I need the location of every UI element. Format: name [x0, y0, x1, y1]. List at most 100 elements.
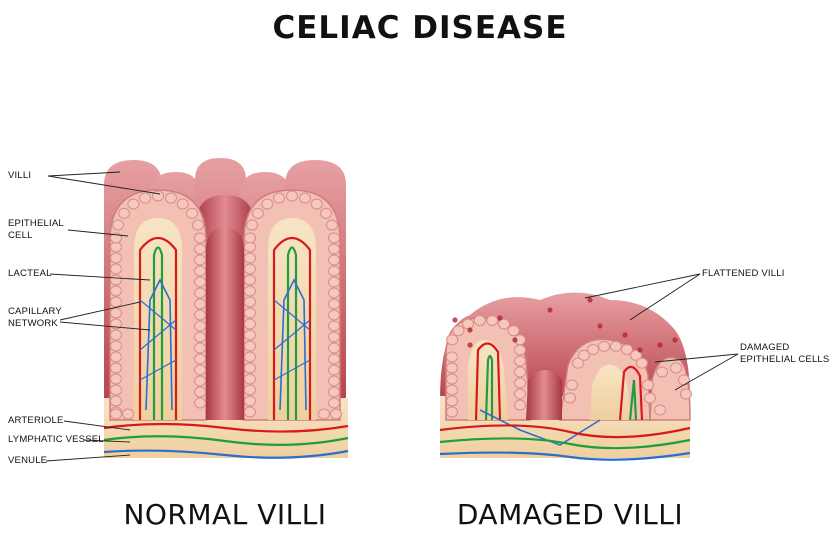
epithelial-cell — [446, 362, 458, 374]
label-venule: VENULE — [8, 455, 48, 466]
epithelial-cell — [328, 375, 340, 387]
epithelial-cell — [194, 397, 206, 409]
epithelial-cell — [244, 384, 256, 396]
damaged-groove — [526, 370, 562, 420]
epithelial-cell — [598, 340, 611, 352]
epithelial-cell — [127, 198, 140, 210]
epithelial-cell — [110, 384, 122, 396]
epithelial-cell — [319, 207, 332, 219]
epithelial-cell — [473, 314, 486, 326]
leader-venule — [45, 454, 131, 462]
epithelial-cell — [110, 351, 122, 363]
arteriole-left — [138, 236, 178, 420]
epithelial-cell — [110, 373, 122, 385]
epithelial-cell — [194, 342, 206, 354]
epithelial-cell — [191, 219, 204, 231]
epithelial-cell — [325, 219, 338, 231]
epithelial-cell — [446, 334, 459, 346]
epithelial-cell — [328, 254, 340, 266]
label-damaged-epithelial-cells: DAMAGED EPITHELIAL CELLS — [740, 342, 830, 365]
epithelial-cell — [630, 349, 643, 361]
damage-spot — [547, 307, 553, 313]
epithelial-cell — [328, 320, 340, 332]
epithelial-cell — [273, 192, 286, 204]
epithelial-cell — [244, 263, 256, 275]
damaged-villi-group — [439, 292, 692, 461]
normal-epithelial-cells — [110, 190, 342, 420]
epithelial-cell — [644, 392, 656, 404]
lymphatic-base — [103, 435, 349, 446]
epithelial-cell — [328, 309, 340, 321]
epithelial-cell — [244, 274, 256, 286]
epithelial-cell — [446, 384, 458, 396]
epithelial-cell — [194, 375, 206, 387]
epithelial-cell — [110, 285, 122, 297]
arteriole-right — [272, 236, 312, 420]
damaged-epithelial-cells — [446, 314, 692, 418]
epithelial-cell — [328, 353, 340, 365]
label-epithelial-cell: EPITHELIAL CELL — [8, 218, 64, 241]
epithelial-cell — [642, 379, 654, 391]
lacteal-right — [286, 246, 298, 420]
leader-capillary-b — [59, 321, 151, 331]
epithelial-cell — [244, 307, 256, 319]
epithelial-cell — [328, 265, 340, 277]
normal-groove — [206, 228, 244, 420]
epithelial-cell — [164, 192, 177, 204]
epithelial-cell — [514, 377, 526, 389]
epithelial-cell — [244, 373, 256, 385]
epithelial-cell — [452, 325, 465, 337]
epithelial-cell — [446, 351, 458, 363]
epithelial-cell — [244, 351, 256, 363]
epithelial-cell — [244, 285, 256, 297]
epithelial-cell — [328, 276, 340, 288]
epithelial-cell — [680, 388, 692, 400]
epithelial-cell — [194, 353, 206, 365]
damaged-lymphatic-base — [439, 437, 691, 450]
epithelial-cell — [328, 331, 340, 343]
epithelial-cell — [194, 243, 206, 255]
epithelial-cell — [110, 252, 122, 264]
epithelial-cell — [152, 190, 164, 202]
epithelial-cell — [446, 373, 458, 385]
venule-left — [145, 278, 173, 411]
leader-capillary-a — [59, 301, 141, 321]
epithelial-cell — [328, 243, 340, 255]
damage-spot — [512, 337, 518, 343]
epithelial-cell — [577, 349, 590, 361]
epithelial-cell — [244, 395, 256, 407]
epithelial-cell — [261, 198, 274, 210]
epithelial-cell — [110, 395, 122, 407]
epithelial-cell — [246, 219, 259, 231]
epithelial-cell — [298, 192, 311, 204]
damage-spot — [597, 323, 603, 329]
lacteal-left — [152, 246, 164, 420]
epithelial-cell — [112, 219, 125, 231]
epithelial-cell — [572, 357, 585, 369]
epithelial-cell — [244, 296, 256, 308]
leader-epithelial — [67, 229, 129, 237]
epithelial-cell — [446, 395, 458, 407]
epithelial-cell — [670, 362, 682, 374]
epithelial-cell — [621, 343, 633, 355]
damage-spot — [672, 337, 678, 343]
damaged-lacteal-2 — [628, 379, 638, 421]
epithelial-cell — [514, 366, 526, 378]
damage-spot — [657, 342, 663, 348]
venule-base — [103, 449, 349, 459]
damage-spot — [467, 327, 473, 333]
epithelial-cell — [122, 408, 134, 420]
epithelial-cell — [244, 232, 256, 244]
epithelial-cell — [194, 232, 206, 244]
epithelial-cell — [194, 287, 206, 299]
leader-lymphatic — [83, 439, 131, 443]
epithelial-cell — [514, 399, 526, 411]
normal-vessels — [103, 236, 349, 459]
epithelial-cell — [110, 307, 122, 319]
arteriole-base — [103, 422, 349, 433]
epithelial-cell — [564, 392, 576, 404]
damaged-core-2 — [590, 364, 630, 420]
capillary-left — [139, 299, 177, 381]
